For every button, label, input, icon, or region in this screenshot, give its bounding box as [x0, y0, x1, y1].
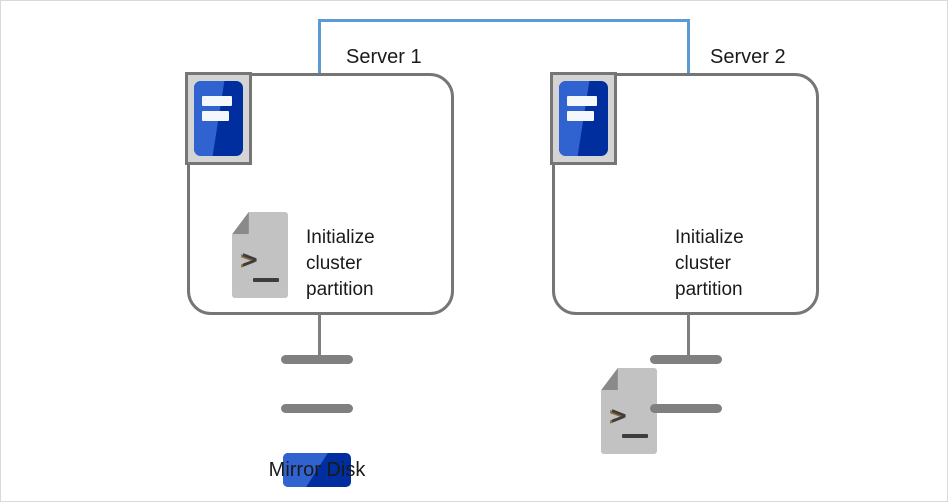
server-1-disk-wire — [318, 314, 321, 358]
server-tower-icon — [185, 72, 252, 165]
script-prompt-glyph: > — [611, 401, 627, 431]
script-file-icon: > > — [232, 212, 288, 298]
server-tower-slot-bottom — [201, 111, 230, 121]
server-2-disk-wire — [687, 314, 690, 358]
server-1-disk-platter-top — [283, 453, 351, 487]
interconnect-right-drop — [687, 19, 690, 74]
script-prompt-shadow: > — [609, 402, 625, 432]
server-1-label: Server 1 — [346, 46, 422, 68]
script-cursor-dash — [622, 434, 648, 438]
server-tower-icon — [550, 72, 617, 165]
server-tower-slot-top — [201, 96, 233, 106]
server-1-step-text: Initialize cluster partition — [306, 227, 375, 300]
server-1-disk-plate-middle — [281, 404, 353, 413]
server-2-label: Server 2 — [710, 46, 786, 68]
script-fold-corner — [601, 368, 618, 391]
interconnect-horizontal-segment — [318, 19, 690, 22]
server-2-step-text: Initialize cluster partition — [675, 227, 744, 300]
server-1-disk-plate-top — [281, 355, 353, 364]
server-tower-body — [559, 81, 608, 156]
server-tower-slot-bottom — [566, 111, 595, 121]
server-2-disk-plate-top — [650, 355, 722, 364]
script-file-icon: > > — [601, 368, 657, 454]
script-prompt-shadow: > — [240, 246, 256, 276]
server-2-disk-plate-middle — [650, 404, 722, 413]
interconnect-left-drop — [318, 19, 321, 74]
script-fold-corner — [232, 212, 249, 235]
script-cursor-dash — [253, 278, 279, 282]
mirror-disk-label: Mirror Disk — [268, 459, 366, 481]
script-prompt-glyph: > — [242, 245, 258, 275]
server-tower-slot-top — [566, 96, 598, 106]
server-tower-body — [194, 81, 243, 156]
